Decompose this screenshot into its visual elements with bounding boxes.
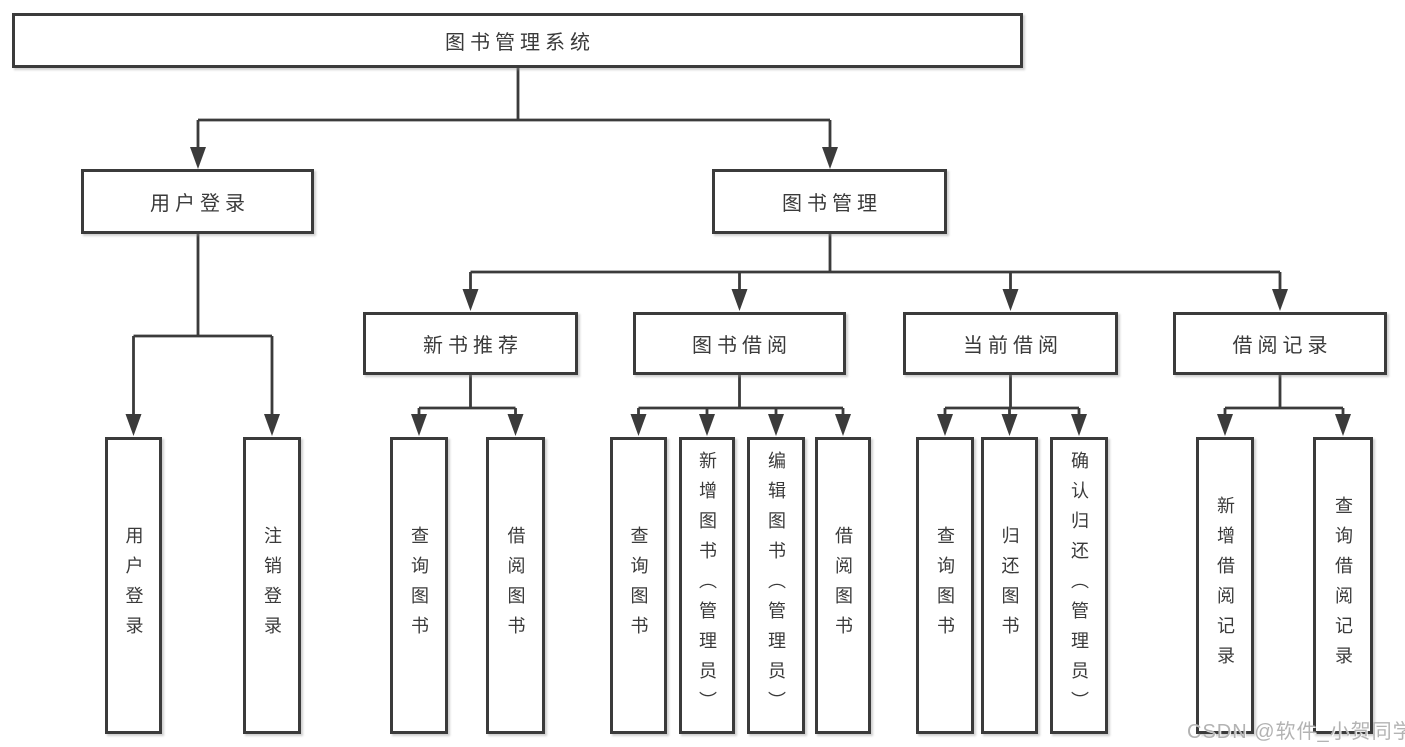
leaf-label: 借阅图书 <box>833 525 853 646</box>
arrow-down-icon <box>937 414 953 436</box>
leaf-label: 查询图书 <box>409 525 429 646</box>
node-book-borrowing: 图书借阅 <box>633 312 846 375</box>
node-book-management: 图书管理 <box>712 169 947 234</box>
leaf-label: 注销登录 <box>262 525 282 646</box>
arrow-down-icon <box>411 414 427 436</box>
connector-root-to-level2 <box>196 67 832 148</box>
arrow-down-icon <box>699 414 715 436</box>
arrow-down-icon <box>507 414 524 436</box>
arrowheads <box>125 147 1351 436</box>
leaf-label: 查询借阅记录 <box>1333 495 1353 676</box>
arrow-down-icon <box>1217 414 1233 436</box>
connector-records-to-leaves <box>1223 375 1345 415</box>
arrow-down-icon <box>731 289 748 311</box>
arrow-down-icon <box>1001 414 1018 436</box>
node-new-book-recommendation: 新书推荐 <box>363 312 578 375</box>
node-current-borrowing: 当前借阅 <box>903 312 1118 375</box>
leaf-label: 查询图书 <box>628 525 649 646</box>
leaf-label: 用户登录 <box>123 525 144 646</box>
arrow-down-icon <box>1002 289 1019 311</box>
arrow-down-icon <box>462 289 479 311</box>
leaf-label: 编辑图书（管理员） <box>766 450 786 721</box>
leaf-label: 归还图书 <box>999 525 1020 646</box>
leaf-borrow-query-books: 查询图书 <box>610 437 667 734</box>
leaf-label: 借阅图书 <box>505 525 526 646</box>
arrow-down-icon <box>768 414 784 436</box>
connector-newrec-to-leaves <box>417 375 517 415</box>
arrow-down-icon <box>264 414 280 436</box>
node-user-login: 用户登录 <box>81 169 314 234</box>
arrow-down-icon <box>630 414 647 436</box>
leaf-current-return-books: 归还图书 <box>981 437 1038 734</box>
arrow-down-icon <box>125 414 142 436</box>
arrow-down-icon <box>1272 289 1288 311</box>
node-borrowing-records: 借阅记录 <box>1173 312 1387 375</box>
leaf-user-login: 用户登录 <box>105 437 162 734</box>
leaf-newrec-borrow-books: 借阅图书 <box>486 437 545 734</box>
leaf-logout-login: 注销登录 <box>243 437 301 734</box>
csdn-watermark: CSDN @软件_小贺同学 <box>1187 721 1405 743</box>
arrow-down-icon <box>835 414 851 436</box>
leaf-records-query-borrow-record: 查询借阅记录 <box>1313 437 1373 734</box>
arrow-down-icon <box>1335 414 1351 436</box>
arrow-down-icon <box>190 147 206 169</box>
leaf-borrow-borrow-books: 借阅图书 <box>815 437 871 734</box>
connector-bookmgmt-to-level3 <box>469 234 1282 290</box>
arrow-down-icon <box>822 147 838 169</box>
leaf-label: 查询图书 <box>935 525 955 646</box>
connector-curborrow-to-leaves <box>943 375 1081 415</box>
connector-bookborrow-to-leaves <box>637 375 845 415</box>
leaf-label: 新增图书（管理员） <box>697 450 717 721</box>
connector-userlogin-to-leaves <box>132 234 274 415</box>
node-library-management-system: 图书管理系统 <box>12 13 1023 68</box>
leaf-borrow-add-books-admin: 新增图书（管理员） <box>679 437 735 734</box>
leaf-label: 确认归还（管理员） <box>1069 450 1089 721</box>
leaf-label: 新增借阅记录 <box>1215 495 1235 676</box>
leaf-current-confirm-return-admin: 确认归还（管理员） <box>1050 437 1108 734</box>
leaf-current-query-books: 查询图书 <box>916 437 974 734</box>
leaf-newrec-query-books: 查询图书 <box>390 437 448 734</box>
arrow-down-icon <box>1071 414 1087 436</box>
leaf-borrow-edit-books-admin: 编辑图书（管理员） <box>747 437 805 734</box>
leaf-records-add-borrow-record: 新增借阅记录 <box>1196 437 1254 734</box>
